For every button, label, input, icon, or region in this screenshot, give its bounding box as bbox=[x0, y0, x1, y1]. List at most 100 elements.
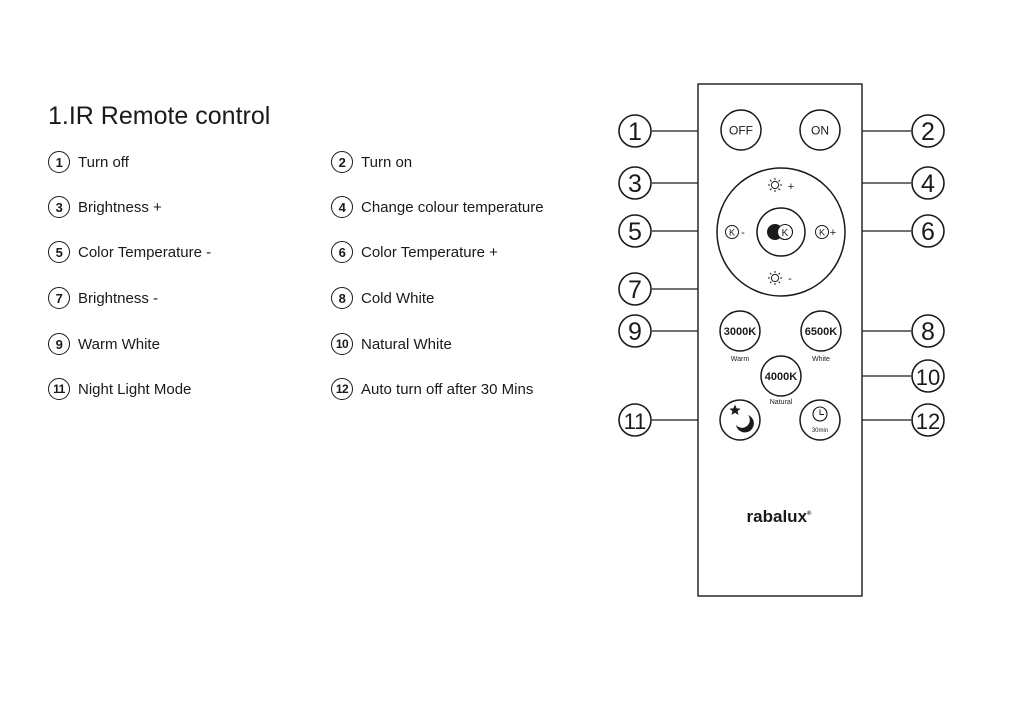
legend-number-badge: 11 bbox=[48, 378, 70, 400]
legend-item: 6 Color Temperature + bbox=[331, 239, 498, 265]
legend-label: Color Temperature + bbox=[361, 243, 498, 261]
callout-9: 9 bbox=[618, 314, 652, 348]
clock-icon bbox=[812, 406, 828, 422]
legend-label: Brightness + bbox=[78, 198, 162, 216]
callout-6: 6 bbox=[911, 214, 945, 248]
legend-item: 4 Change colour temperature bbox=[331, 194, 544, 220]
brightness-plus-button[interactable]: + bbox=[768, 178, 794, 193]
btn-6500k-caption: White bbox=[812, 356, 830, 363]
legend-label: Color Temperature - bbox=[78, 243, 212, 261]
legend-number-badge: 9 bbox=[48, 333, 70, 355]
callout-2: 2 bbox=[911, 114, 945, 148]
callout-5: 5 bbox=[618, 214, 652, 248]
kelvin-icon bbox=[725, 225, 739, 239]
night-light-button[interactable] bbox=[719, 399, 761, 441]
legend-number-badge: 10 bbox=[331, 333, 353, 355]
callout-12: 12 bbox=[911, 403, 945, 437]
legend-number-badge: 5 bbox=[48, 241, 70, 263]
on-button-label: ON bbox=[811, 124, 829, 138]
moon-icon bbox=[736, 415, 754, 433]
legend-label: Change colour temperature bbox=[361, 198, 544, 216]
natural-white-4000k-button[interactable]: 4000K bbox=[760, 355, 802, 397]
legend-number-badge: 4 bbox=[331, 196, 353, 218]
legend-label: Auto turn off after 30 Mins bbox=[361, 380, 534, 398]
callout-8: 8 bbox=[911, 314, 945, 348]
svg-text:11: 11 bbox=[624, 409, 647, 434]
legend-item: 3 Brightness + bbox=[48, 194, 162, 220]
svg-text:4: 4 bbox=[921, 170, 935, 198]
sun-icon bbox=[768, 271, 782, 285]
legend-item: 2 Turn on bbox=[331, 149, 412, 175]
btn-3000k-caption: Warm bbox=[731, 356, 750, 363]
svg-text:2: 2 bbox=[921, 118, 935, 146]
page-title: 1.IR Remote control bbox=[48, 102, 271, 130]
svg-text:9: 9 bbox=[628, 318, 642, 346]
color-temp-plus-button[interactable]: K + bbox=[815, 225, 837, 240]
legend-number-badge: 2 bbox=[331, 151, 353, 173]
svg-text:8: 8 bbox=[921, 318, 935, 346]
callout-4: 4 bbox=[911, 166, 945, 200]
btn-3000k-label: 3000K bbox=[724, 326, 756, 338]
timer-caption: 30min bbox=[812, 428, 828, 434]
color-temp-plus-sign: + bbox=[830, 227, 836, 239]
sun-icon bbox=[768, 178, 782, 192]
legend-label: Turn on bbox=[361, 153, 413, 171]
kelvin-letter: K bbox=[729, 228, 735, 238]
callout-11: 11 bbox=[618, 403, 652, 437]
star-icon bbox=[729, 404, 741, 415]
callout-10: 10 bbox=[911, 359, 945, 393]
legend-label: Natural White bbox=[361, 335, 452, 353]
legend-item: 10 Natural White bbox=[331, 331, 452, 357]
brand-logo: rabalux® bbox=[747, 507, 812, 526]
off-button-label: OFF bbox=[729, 124, 753, 138]
svg-text:7: 7 bbox=[628, 276, 642, 304]
legend-label: Warm White bbox=[78, 335, 160, 353]
legend-item: 1 Turn off bbox=[48, 149, 129, 175]
legend-item: 7 Brightness - bbox=[48, 285, 158, 311]
legend-number-badge: 8 bbox=[331, 287, 353, 309]
legend-item: 8 Cold White bbox=[331, 285, 434, 311]
brightness-minus-button[interactable]: - bbox=[768, 271, 792, 285]
off-button[interactable]: OFF bbox=[720, 109, 762, 151]
legend-number-badge: 7 bbox=[48, 287, 70, 309]
legend-number-badge: 6 bbox=[331, 241, 353, 263]
svg-text:6: 6 bbox=[921, 218, 935, 246]
change-color-temp-button[interactable]: K bbox=[756, 207, 806, 257]
callout-3: 3 bbox=[618, 166, 652, 200]
legend-item: 9 Warm White bbox=[48, 331, 160, 357]
kelvin-letter: K bbox=[819, 228, 825, 238]
timer-30min-button[interactable]: 30min bbox=[799, 399, 841, 441]
brightness-plus-sign: + bbox=[788, 181, 794, 193]
legend-number-badge: 3 bbox=[48, 196, 70, 218]
legend-label: Cold White bbox=[361, 289, 435, 307]
cold-white-6500k-button[interactable]: 6500K bbox=[800, 310, 842, 352]
on-button[interactable]: ON bbox=[799, 109, 841, 151]
svg-text:3: 3 bbox=[628, 170, 642, 198]
svg-text:5: 5 bbox=[628, 218, 642, 246]
clock-hands bbox=[819, 409, 824, 415]
color-temp-minus-sign: - bbox=[741, 227, 745, 239]
legend-item: 12 Auto turn off after 30 Mins bbox=[331, 376, 533, 402]
svg-text:12: 12 bbox=[916, 409, 940, 434]
kelvin-icon bbox=[776, 223, 794, 241]
warm-white-3000k-button[interactable]: 3000K bbox=[719, 310, 761, 352]
kelvin-icon bbox=[815, 225, 829, 239]
btn-4000k-label: 4000K bbox=[765, 371, 797, 383]
callout-7: 7 bbox=[618, 272, 652, 306]
btn-6500k-label: 6500K bbox=[805, 326, 837, 338]
kelvin-letter: K bbox=[782, 228, 789, 239]
callout-1: 1 bbox=[618, 114, 652, 148]
legend-label: Night Light Mode bbox=[78, 380, 192, 398]
legend-label: Brightness - bbox=[78, 289, 159, 307]
legend-item: 11 Night Light Mode bbox=[48, 376, 191, 402]
brightness-minus-sign: - bbox=[788, 273, 792, 285]
legend-label: Turn off bbox=[78, 153, 129, 171]
legend-number-badge: 1 bbox=[48, 151, 70, 173]
legend-item: 5 Color Temperature - bbox=[48, 239, 211, 265]
btn-4000k-caption: Natural bbox=[770, 399, 793, 406]
legend-number-badge: 12 bbox=[331, 378, 353, 400]
svg-text:1: 1 bbox=[628, 118, 642, 146]
svg-text:10: 10 bbox=[916, 365, 940, 390]
color-temp-minus-button[interactable]: K - bbox=[725, 225, 746, 240]
